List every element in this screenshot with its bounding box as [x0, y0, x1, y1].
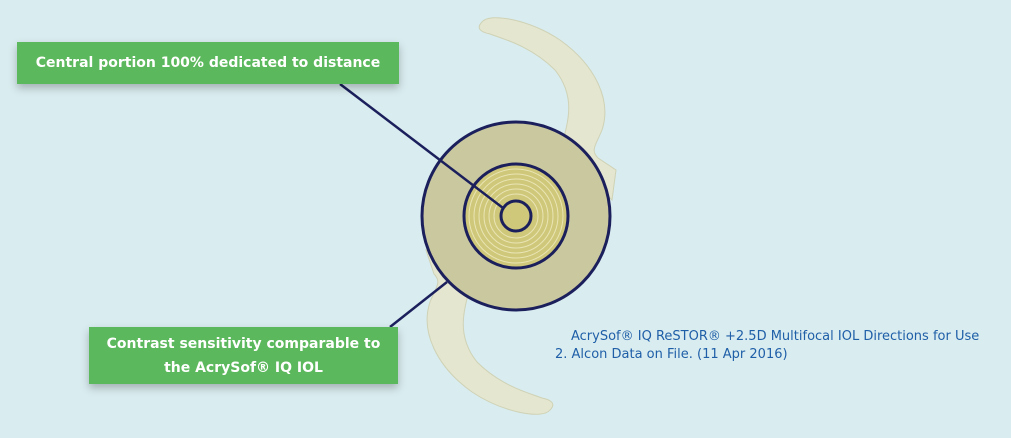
diffractive-rings	[468, 168, 564, 264]
reference-2: 2. Alcon Data on File. (11 Apr 2016)	[555, 347, 788, 362]
reference-1: AcrySof® IQ ReSTOR® +2.5D Multifocal IOL…	[571, 329, 980, 344]
leader-line-top	[339, 83, 504, 209]
inner-ring	[499, 199, 533, 233]
callout-text-line1: Contrast sensitivity comparable to	[106, 335, 381, 352]
middle-ring	[462, 162, 570, 270]
callout-text: Central portion 100% dedicated to distan…	[35, 55, 381, 71]
leader-line-bottom	[389, 281, 448, 328]
callout-text-line2: the AcrySof® IQ IOL	[164, 359, 323, 376]
callout-central-distance: Central portion 100% dedicated to distan…	[17, 42, 399, 84]
callout-contrast-sensitivity: Contrast sensitivity comparable to the A…	[89, 327, 398, 384]
references: AcrySof® IQ ReSTOR® +2.5D Multifocal IOL…	[555, 328, 979, 364]
